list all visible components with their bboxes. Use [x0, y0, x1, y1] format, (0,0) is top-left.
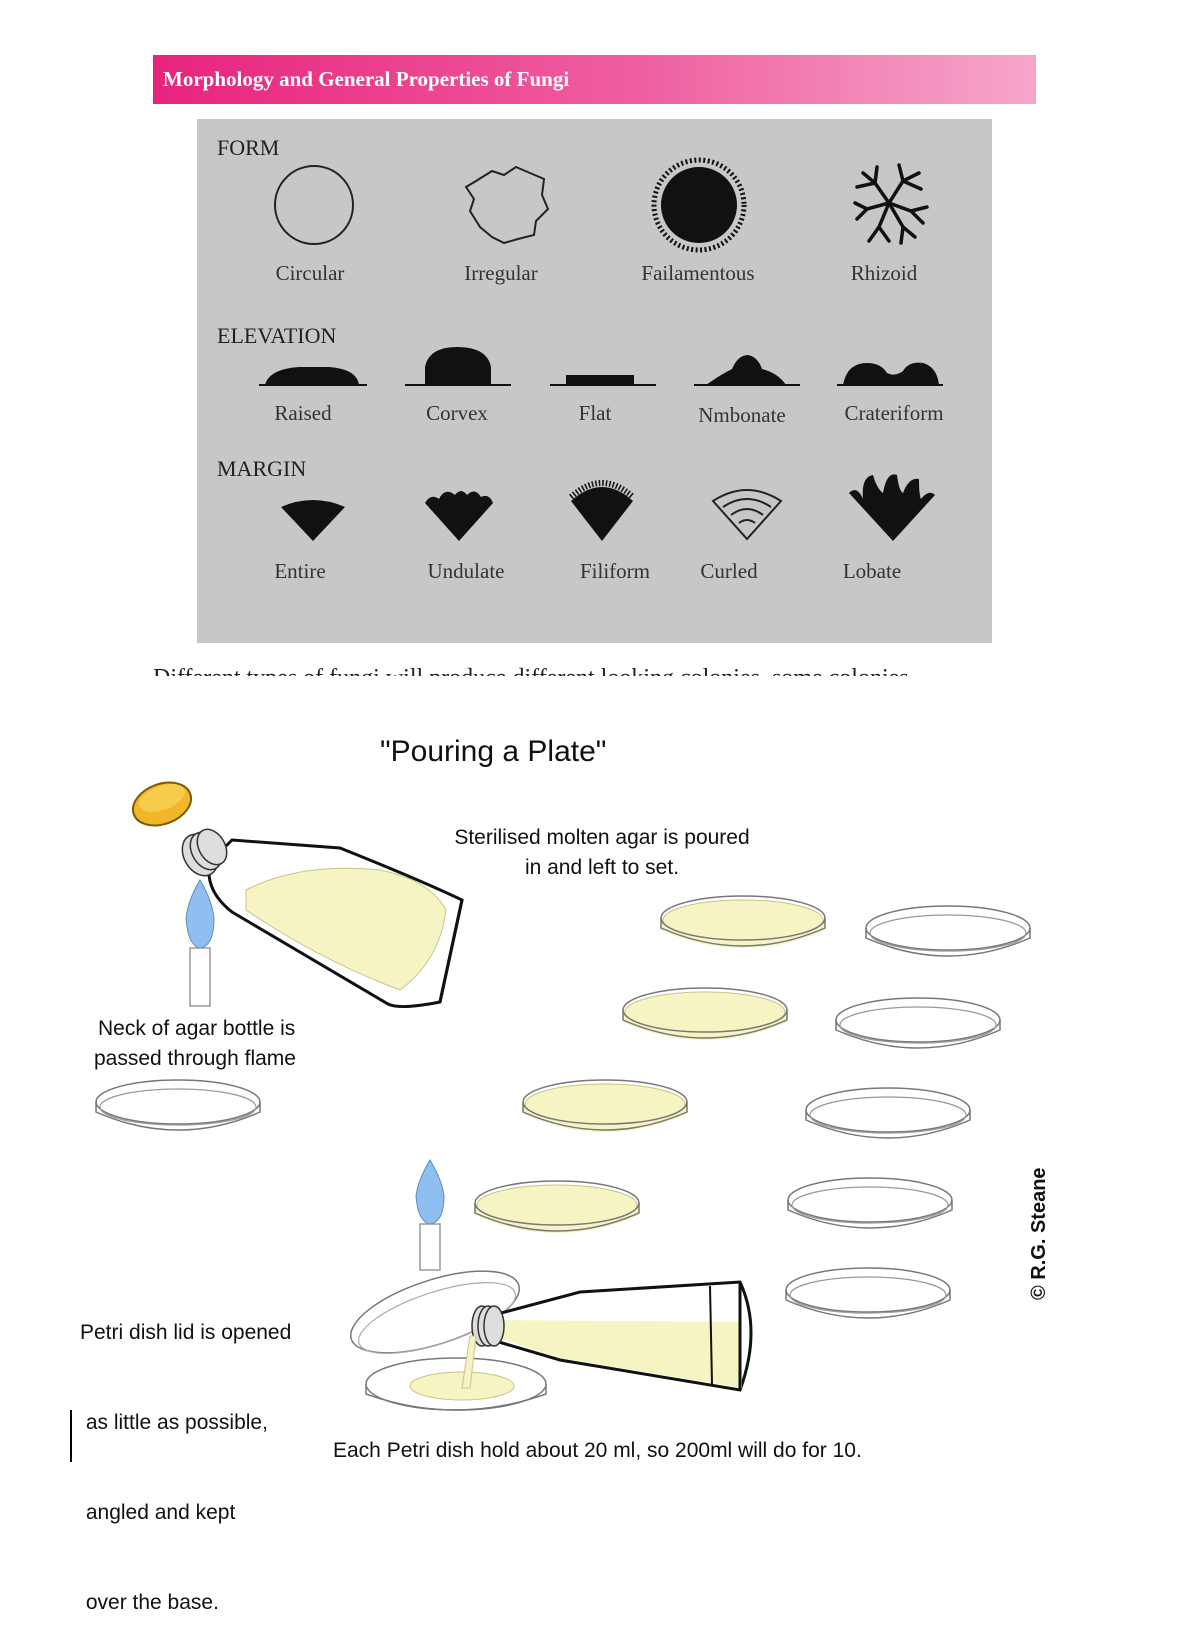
- agar-bottle-top: [131, 781, 464, 1009]
- petri-dish-empty: [95, 1079, 261, 1131]
- pouring-illustration: [95, 781, 1031, 1411]
- flame-burner-bottom: [415, 1159, 445, 1271]
- lid-note-line-1: Petri dish lid is opened: [80, 1321, 292, 1344]
- neck-note-line-2: passed through flame: [94, 1047, 296, 1070]
- raised-elevation-icon: [259, 367, 367, 386]
- elevation-label-umbonate: Nmbonate: [698, 403, 786, 427]
- petri-dish-base-pouring: [365, 1357, 547, 1411]
- pouring-title: "Pouring a Plate": [380, 735, 607, 768]
- agar-note-line-1: Sterilised molten agar is poured: [454, 826, 750, 849]
- convex-elevation-icon: [405, 347, 511, 386]
- filiform-margin-icon: [568, 480, 636, 541]
- elevation-title: ELEVATION: [217, 323, 337, 348]
- margin-label-filiform: Filiform: [579, 559, 651, 583]
- form-label-rhizoid: Rhizoid: [850, 261, 918, 285]
- petri-dish-empty: [785, 1267, 951, 1319]
- lobate-margin-icon: [849, 474, 935, 541]
- elevation-label-crateriform: Crateriform: [844, 401, 944, 425]
- petri-dish-empty: [865, 905, 1031, 957]
- form-label-circular: Circular: [275, 261, 345, 285]
- neck-note-line-1: Neck of agar bottle is: [98, 1017, 296, 1040]
- petri-dish-lid-open: [349, 1270, 521, 1355]
- petri-dish-filled: [522, 1079, 688, 1133]
- margin-label-lobate: Lobate: [842, 559, 902, 583]
- umbonate-elevation-icon: [694, 355, 800, 386]
- circular-form-icon: [274, 165, 354, 245]
- margin-label-curled: Curled: [700, 559, 758, 583]
- neck-note: Neck of agar bottle is passed through fl…: [94, 1014, 296, 1074]
- flame-burner-top: [185, 879, 215, 1007]
- elevation-label-raised: Raised: [274, 401, 332, 425]
- form-label-filamentous: Failamentous: [641, 261, 755, 285]
- lid-note-line-4: over the base.: [80, 1591, 219, 1614]
- flat-elevation-icon: [550, 375, 656, 386]
- agar-bottle-pouring: [461, 1280, 753, 1392]
- morphology-panel: FORM Circular Irregular Failamentous Rhi…: [197, 119, 992, 643]
- entire-margin-icon: [281, 500, 345, 541]
- petri-dish-empty: [835, 997, 1001, 1049]
- elevation-label-flat: Flat: [578, 401, 612, 425]
- margin-title: MARGIN: [217, 456, 307, 481]
- section-header: Morphology and General Properties of Fun…: [153, 55, 1036, 104]
- curled-margin-icon: [711, 489, 783, 541]
- footer-note: Each Petri dish hold about 20 ml, so 200…: [333, 1439, 862, 1462]
- petri-dish-empty: [805, 1087, 971, 1139]
- petri-dish-filled: [622, 987, 788, 1041]
- agar-note-line-2: in and left to set.: [524, 856, 680, 879]
- margin-label-undulate: Undulate: [427, 559, 505, 583]
- elevation-label-convex: Corvex: [426, 401, 488, 425]
- irregular-form-icon: [464, 165, 550, 245]
- agar-note: Sterilised molten agar is poured in and …: [432, 823, 772, 883]
- form-title: FORM: [217, 135, 280, 160]
- lid-note-line-2: as little as possible,: [80, 1411, 268, 1434]
- petri-dish-filled: [660, 895, 826, 949]
- petri-dish-empty: [787, 1177, 953, 1229]
- form-label-irregular: Irregular: [464, 261, 538, 285]
- crateriform-elevation-icon: [837, 362, 943, 386]
- rhizoid-form-icon: [853, 163, 929, 245]
- cut-off-paragraph: Different types of fungi will produce di…: [153, 662, 1036, 676]
- undulate-margin-icon: [425, 491, 493, 541]
- filamentous-form-icon: [651, 157, 747, 253]
- margin-label-entire: Entire: [274, 559, 326, 583]
- lid-note-line-3: angled and kept: [80, 1501, 236, 1524]
- left-margin-line: [70, 1410, 72, 1462]
- petri-dish-filled: [474, 1180, 640, 1234]
